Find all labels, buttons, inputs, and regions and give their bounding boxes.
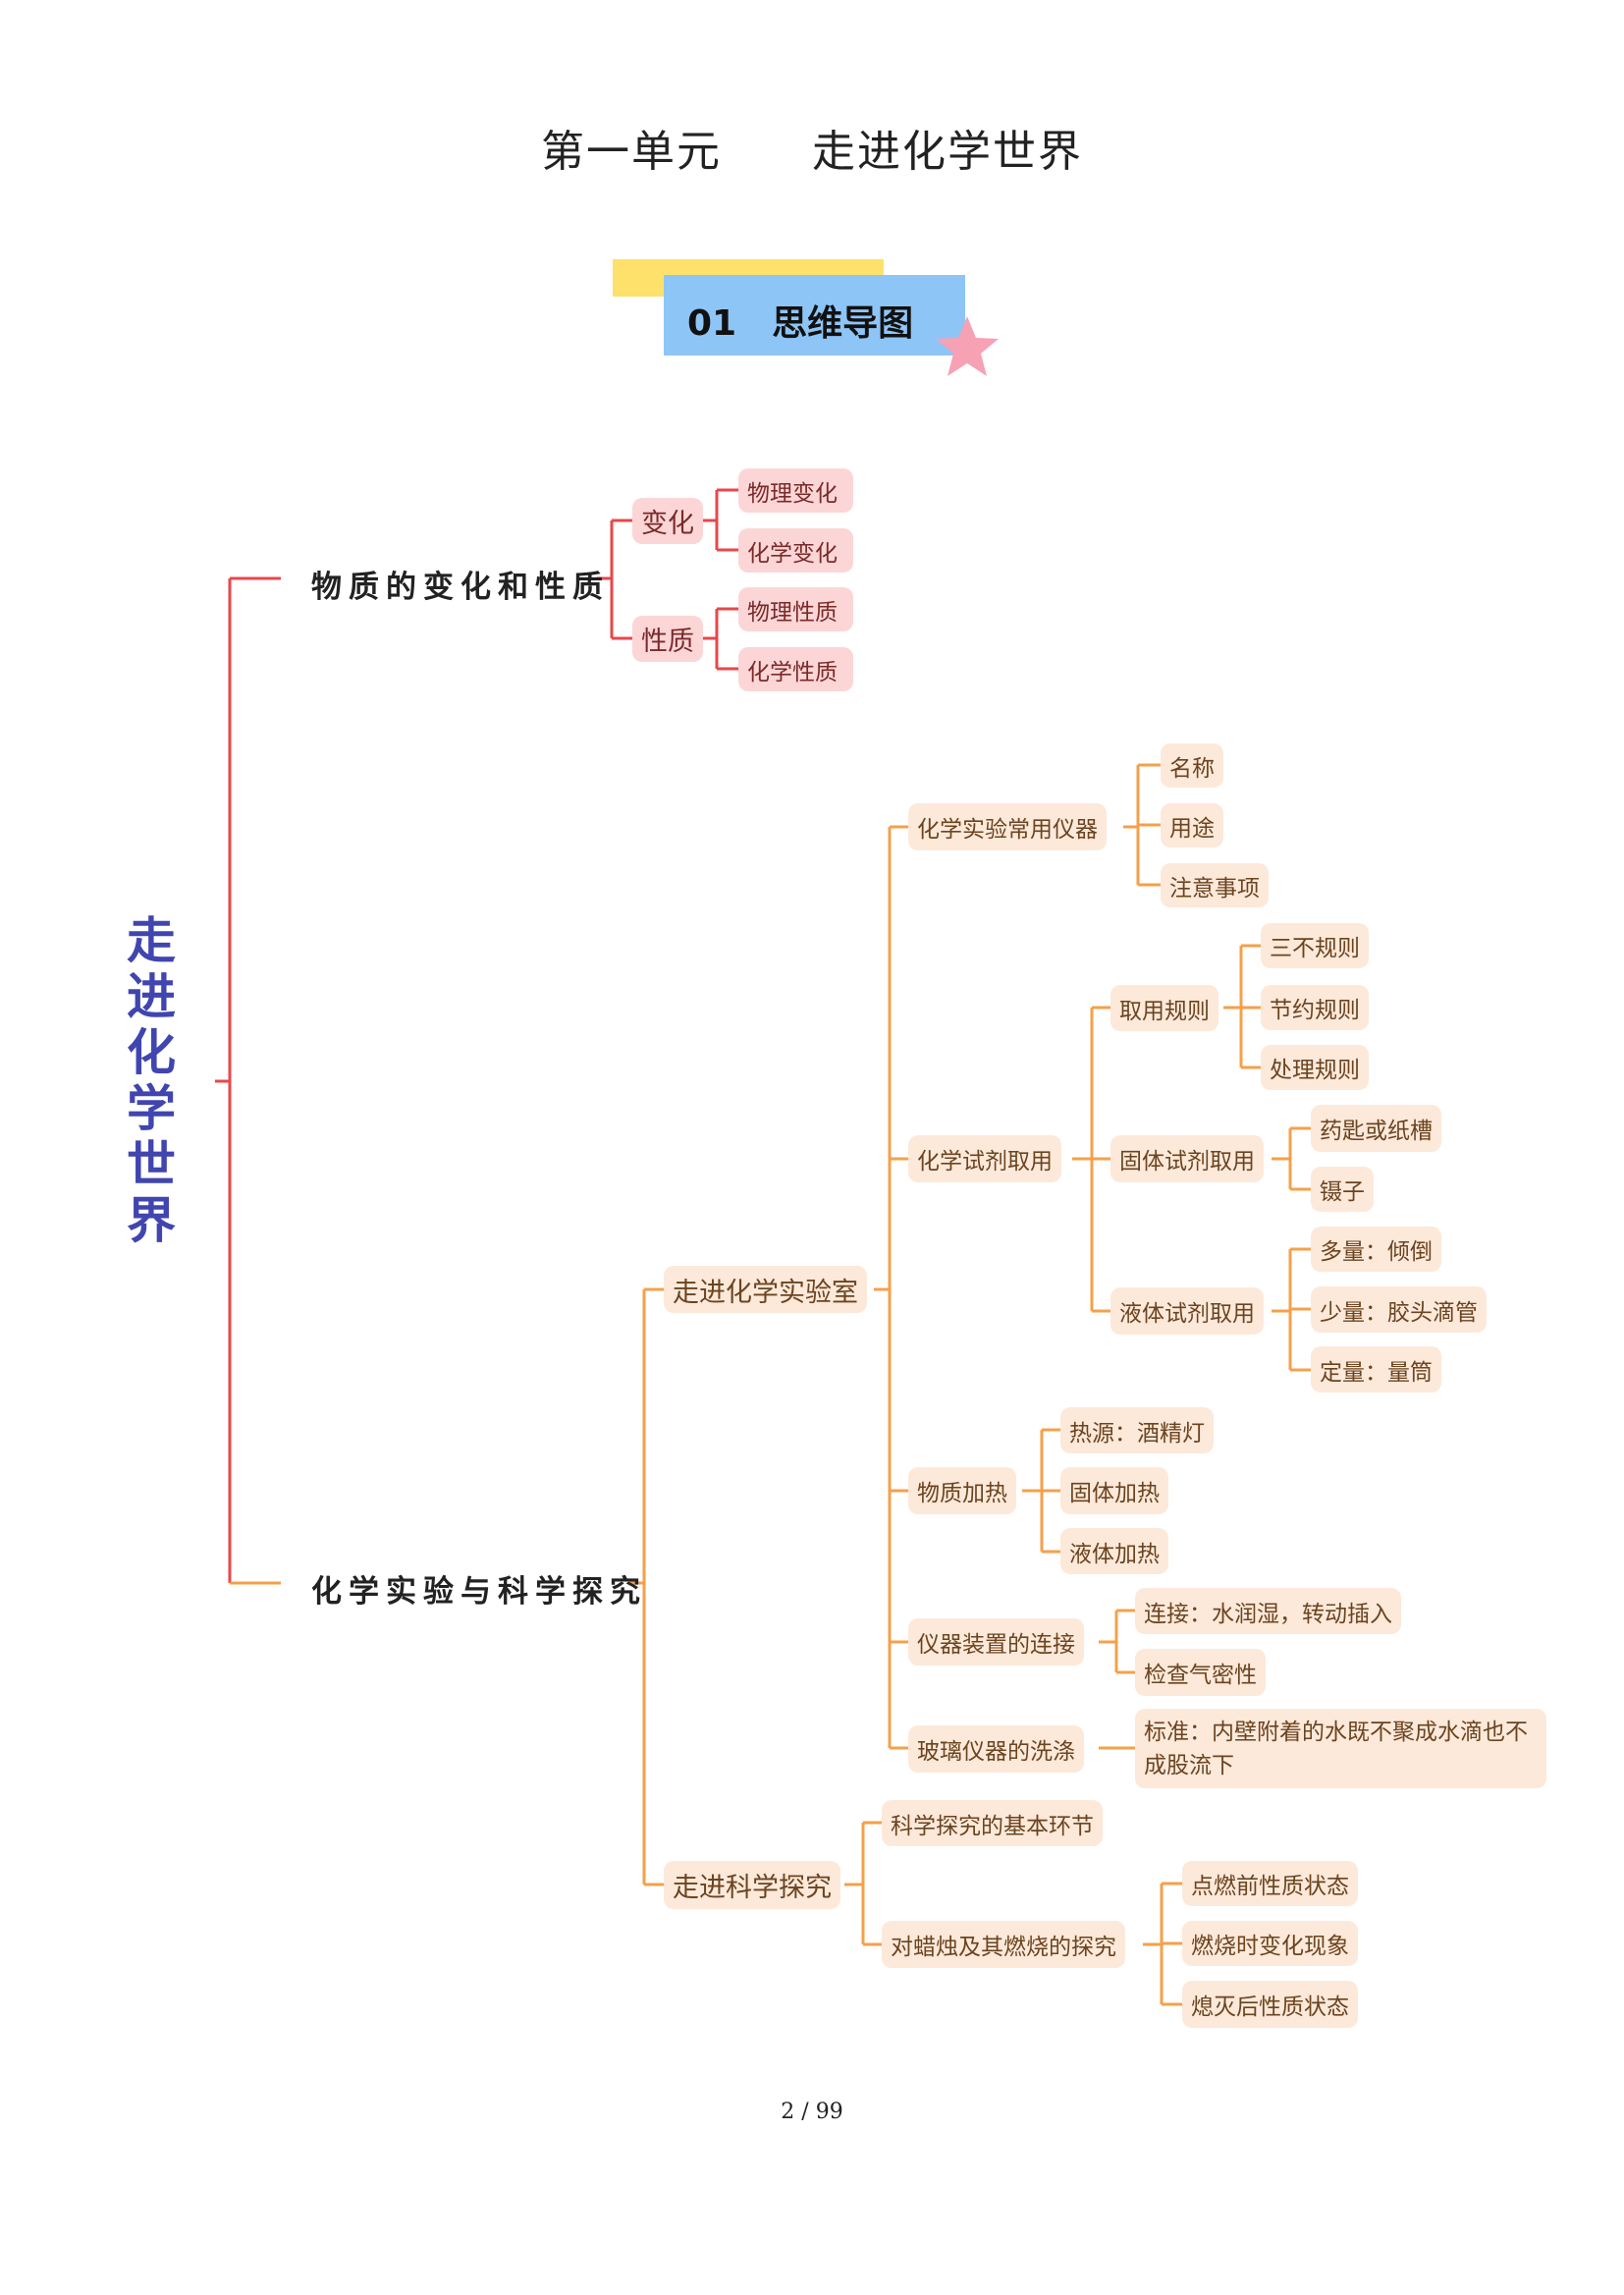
- node-leaf: 检查气密性: [1135, 1649, 1266, 1696]
- node-leaf: 注意事项: [1161, 863, 1269, 907]
- node-solid-reagent: 固体试剂取用: [1110, 1135, 1264, 1182]
- node-leaf: 连接：水润湿，转动插入: [1135, 1588, 1401, 1634]
- node-rules: 取用规则: [1110, 985, 1218, 1031]
- node-washing: 玻璃仪器的洗涤: [908, 1725, 1084, 1773]
- node-basic-steps: 科学探究的基本环节: [882, 1800, 1103, 1846]
- branch-matter-change-property: 物质的变化和性质: [311, 570, 610, 605]
- node-leaf: 液体加热: [1060, 1528, 1168, 1574]
- node-leaf: 用途: [1161, 803, 1223, 847]
- node-heating: 物质加热: [908, 1467, 1016, 1514]
- node-property: 性质: [632, 616, 703, 662]
- node-liquid-reagent: 液体试剂取用: [1110, 1287, 1264, 1335]
- page-number: 2 / 99: [781, 2100, 843, 2124]
- page-title: 第一单元 走进化学世界: [541, 127, 1083, 177]
- branch-experiment-inquiry: 化学实验与科学探究: [311, 1574, 647, 1610]
- banner-number: 01: [687, 303, 737, 344]
- node-leaf: 名称: [1161, 743, 1223, 788]
- node-inquiry: 走进科学探究: [664, 1861, 840, 1909]
- node-leaf: 燃烧时变化现象: [1182, 1921, 1358, 1966]
- star-icon: [936, 316, 999, 376]
- section-banner: [664, 275, 965, 355]
- node-leaf: 点燃前性质状态: [1182, 1861, 1358, 1906]
- node-leaf: 固体加热: [1060, 1467, 1168, 1514]
- node-leaf: 标准：内壁附着的水既不聚成水滴也不成股流下: [1135, 1709, 1546, 1788]
- node-leaf: 三不规则: [1261, 923, 1369, 968]
- node-leaf: 热源：酒精灯: [1060, 1407, 1214, 1453]
- node-connection: 仪器装置的连接: [908, 1618, 1084, 1666]
- node-leaf: 药匙或纸槽: [1311, 1105, 1441, 1152]
- node-leaf: 定量：量筒: [1311, 1346, 1441, 1393]
- node-leaf: 化学性质: [738, 647, 853, 691]
- node-reagents: 化学试剂取用: [908, 1135, 1061, 1182]
- node-leaf: 镊子: [1311, 1167, 1374, 1212]
- node-lab: 走进化学实验室: [664, 1266, 867, 1313]
- red-connectors: [215, 488, 738, 1583]
- orange-connectors: [230, 763, 1311, 2006]
- mindmap-root: 走进化学世界: [127, 912, 176, 1249]
- node-leaf: 少量：胶头滴管: [1311, 1286, 1487, 1333]
- banner-text: 01 思维导图: [687, 295, 913, 346]
- node-leaf: 多量：倾倒: [1311, 1227, 1441, 1272]
- node-leaf: 节约规则: [1261, 985, 1369, 1030]
- node-leaf: 物理变化: [738, 468, 853, 513]
- banner-label: 思维导图: [772, 303, 914, 344]
- node-leaf: 熄灭后性质状态: [1182, 1981, 1358, 2028]
- node-candle: 对蜡烛及其燃烧的探究: [882, 1921, 1125, 1968]
- node-leaf: 处理规则: [1261, 1045, 1369, 1090]
- node-instruments: 化学实验常用仪器: [908, 803, 1107, 850]
- node-leaf: 化学变化: [738, 528, 853, 573]
- node-leaf: 物理性质: [738, 587, 853, 631]
- node-change: 变化: [632, 498, 703, 544]
